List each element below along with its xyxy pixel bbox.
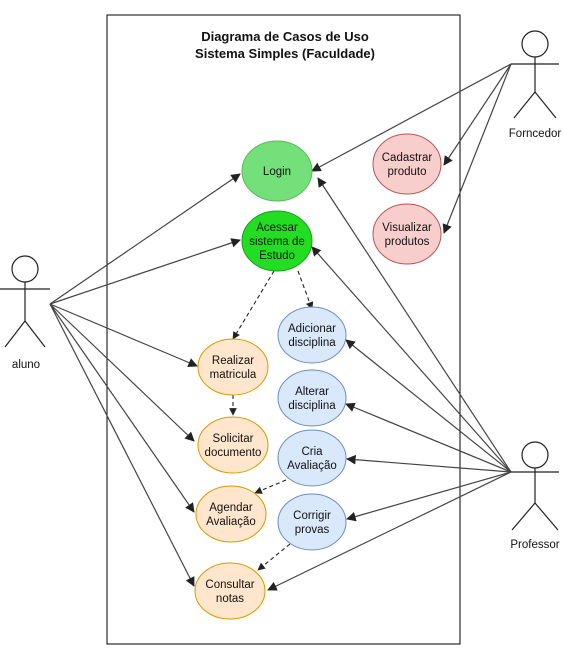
assoc-professor-alterar <box>345 402 512 473</box>
actor-professor-head <box>521 441 549 469</box>
use-case-cadastrar-produto-label-line: Cadastrar <box>382 152 433 164</box>
use-case-realizar-matricula-label-line: Realizar <box>212 355 254 367</box>
assoc-fornecedor-login <box>311 63 512 172</box>
use-case-corrigir-provas-shape <box>277 493 347 551</box>
actor-professor-label: Professor <box>510 539 559 551</box>
use-case-alterar-disciplina-label-line: disciplina <box>288 400 336 412</box>
use-case-solicitar-documento[interactable]: Solicitar documento <box>197 416 269 474</box>
use-case-cria-avaliacao-shape <box>277 429 347 487</box>
assoc-aluno-agendar <box>49 303 195 513</box>
use-case-agendar-avaliacao-label-line: Agendar <box>209 502 253 514</box>
use-case-cadastrar-produto[interactable]: Cadastrar produto <box>372 133 442 195</box>
assoc-fornecedor-visualizar <box>442 63 512 234</box>
assoc-aluno-login <box>49 173 241 305</box>
use-case-corrigir-provas-label-line: provas <box>295 524 330 536</box>
assoc-aluno-consultar <box>49 303 195 587</box>
use-case-realizar-matricula-shape <box>197 338 269 396</box>
use-case-solicitar-documento-label-line: documento <box>205 447 262 459</box>
use-case-acessar-sistema-label-line: Estudo <box>259 250 295 262</box>
assoc-professor-cria <box>346 454 512 473</box>
use-case-adicionar-disciplina-label-line: Adicionar <box>288 323 336 335</box>
use-case-adicionar-disciplina-label-line: disciplina <box>288 337 336 349</box>
use-case-login[interactable]: Login <box>241 140 313 202</box>
use-case-acessar-sistema[interactable]: Acessar sistema de Estudo <box>241 210 313 272</box>
use-case-consultar-notas-label-line: Consultar <box>205 579 254 591</box>
actor-aluno[interactable] <box>0 255 50 348</box>
assoc-professor-corrigir <box>346 471 512 522</box>
association-lines <box>49 63 512 591</box>
use-case-acessar-sistema-label-line: Acessar <box>256 222 298 234</box>
actor-fornecedor[interactable] <box>511 30 559 119</box>
use-case-alterar-disciplina[interactable]: Alterar disciplina <box>277 369 347 427</box>
assoc-aluno-acessar <box>49 238 241 305</box>
use-cases: Login Acessar sistema de Estudo Cadastrar p… <box>194 133 442 620</box>
actor-fornecedor-leg-right <box>534 91 557 119</box>
use-case-login-shape <box>241 140 313 202</box>
dep-corrigir-consultar <box>257 543 291 571</box>
use-case-consultar-notas-label-line: notas <box>216 593 244 605</box>
use-case-alterar-disciplina-label-line: Alterar <box>295 386 329 398</box>
use-case-consultar-notas-shape <box>194 562 266 620</box>
use-case-visualizar-produtos[interactable]: Visualizar produtos <box>372 203 442 265</box>
use-case-solicitar-documento-label-line: Solicitar <box>213 433 254 445</box>
assoc-professor-login <box>317 177 512 473</box>
use-case-cadastrar-produto-label-line: produto <box>387 166 426 178</box>
assoc-professor-acessar <box>311 246 512 473</box>
use-case-corrigir-provas[interactable]: Corrigir provas <box>277 493 347 551</box>
use-case-alterar-disciplina-shape <box>277 369 347 427</box>
assoc-fornecedor-cadastrar <box>443 63 512 166</box>
dependency-lines <box>229 270 314 571</box>
dep-acessar-adicionar <box>297 270 314 310</box>
use-case-acessar-sistema-shape <box>241 210 313 272</box>
actor-aluno-label: aluno <box>12 359 40 371</box>
assoc-professor-adicionar <box>345 339 512 473</box>
dep-cria-agendar <box>254 479 287 494</box>
use-case-visualizar-produtos-shape <box>372 203 442 265</box>
use-case-realizar-matricula[interactable]: Realizar matricula <box>197 338 269 396</box>
use-case-login-label-line: Login <box>263 166 291 178</box>
use-case-cadastrar-produto-shape <box>372 133 442 195</box>
actor-aluno-leg-left <box>4 320 26 348</box>
system-boundary <box>106 14 461 645</box>
actor-aluno-leg-right <box>24 320 46 348</box>
assoc-aluno-realizar <box>49 303 198 368</box>
use-case-realizar-matricula-label-line: matricula <box>210 369 257 381</box>
use-case-visualizar-produtos-label-line: Visualizar <box>382 222 432 234</box>
actor-fornecedor-head <box>521 30 549 58</box>
use-case-acessar-sistema-label-line: sistema de <box>249 236 305 248</box>
assoc-professor-consultar <box>267 471 512 591</box>
use-case-consultar-notas[interactable]: Consultar notas <box>194 562 266 620</box>
use-case-visualizar-produtos-label-line: produtos <box>385 236 430 248</box>
actor-professor-leg-right <box>534 502 559 531</box>
assoc-aluno-solicitar <box>49 303 195 442</box>
use-case-cria-avaliacao-label-line: Cria <box>301 446 323 458</box>
diagram-title-line2: Sistema Simples (Faculdade) <box>195 46 375 61</box>
use-case-cria-avaliacao-label-line: Avaliação <box>287 460 337 472</box>
use-case-corrigir-provas-label-line: Corrigir <box>293 510 331 522</box>
dep-acessar-realizar <box>232 270 275 340</box>
actor-professor[interactable] <box>511 441 559 531</box>
diagram-title-line1: Diagrama de Casos de Uso <box>201 29 369 44</box>
actor-professor-leg-left <box>511 502 536 531</box>
actor-fornecedor-label: Forncedor <box>509 128 562 140</box>
actor-aluno-head <box>11 255 39 283</box>
use-case-agendar-avaliacao-label-line: Avaliação <box>206 516 256 528</box>
use-case-adicionar-disciplina[interactable]: Adicionar disciplina <box>277 306 347 364</box>
use-case-solicitar-documento-shape <box>197 416 269 474</box>
use-case-adicionar-disciplina-shape <box>277 306 347 364</box>
actor-fornecedor-leg-left <box>513 91 536 119</box>
use-case-agendar-avaliacao-shape <box>195 485 267 543</box>
